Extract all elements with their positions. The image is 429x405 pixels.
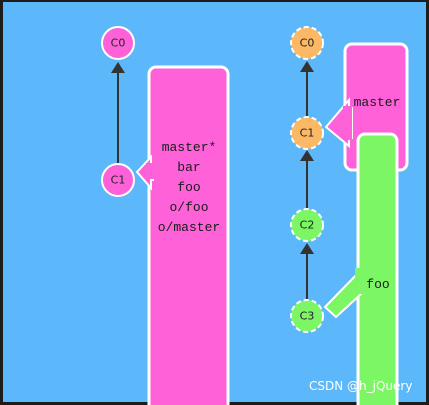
svg-text:C1: C1 xyxy=(111,174,126,187)
right-edge-c3-c2 xyxy=(300,243,314,300)
watermark: CSDN @h_jQuery xyxy=(309,379,412,393)
left-branch-label-4: o/master xyxy=(158,220,220,235)
svg-text:C1: C1 xyxy=(300,127,315,140)
right-commit-c2: C2 xyxy=(290,208,324,242)
right-edge-c2-c1 xyxy=(300,150,314,209)
svg-text:C0: C0 xyxy=(300,37,315,50)
right-commit-c1: C1 xyxy=(290,116,324,150)
right-commit-c3: C3 xyxy=(290,299,324,333)
svg-text:C0: C0 xyxy=(111,37,126,50)
left-edge-c1-c0 xyxy=(111,62,125,163)
left-branch-label-2: foo xyxy=(177,180,200,195)
master-branch-label: master xyxy=(354,95,401,110)
left-commit-c0: C0 xyxy=(101,26,135,60)
right-edge-c1-c0 xyxy=(300,61,314,117)
svg-text:C3: C3 xyxy=(300,310,315,323)
svg-text:C2: C2 xyxy=(300,219,315,232)
left-commit-c1: C1 xyxy=(101,163,135,197)
left-branch-rect xyxy=(147,65,230,405)
left-branch-label-0: master* xyxy=(162,140,217,155)
left-branch-label-3: o/foo xyxy=(169,200,208,215)
right-foo-branch: foo xyxy=(323,132,399,405)
left-branch-label-1: bar xyxy=(177,160,200,175)
right-commit-c0: C0 xyxy=(290,26,324,60)
left-branch-box: master* bar foo o/foo o/master xyxy=(135,65,230,405)
foo-branch-label: foo xyxy=(366,277,389,292)
